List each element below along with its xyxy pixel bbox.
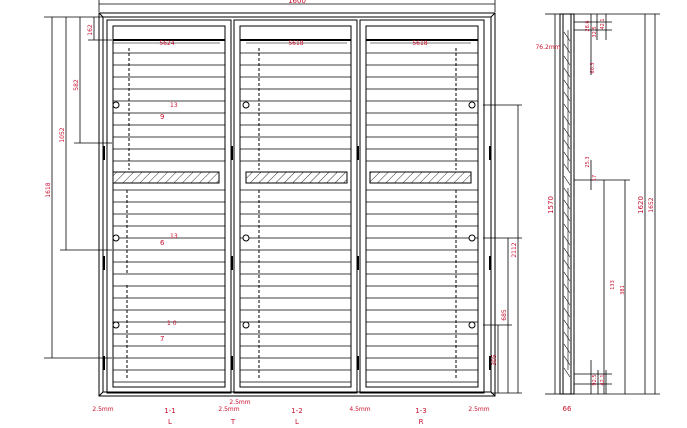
louver-slats [113,52,478,383]
side-slat [563,199,571,210]
panel-1-3 [359,19,485,394]
left-dimension-1618: 1618 [45,182,52,197]
panel-code-1-1: 1-1 [164,407,175,415]
louver-count-9: 9 [160,113,164,121]
louver-count-7: 7 [160,335,164,343]
side-slat [563,343,571,354]
side-frame-label: 76.2mm [535,44,560,51]
side-label-1652: 1652 [648,197,655,212]
side-small-label-1: 28.6 [585,20,591,31]
left-dimension-1052: 1052 [59,127,66,142]
side-slat [563,307,571,318]
side-slat [563,295,571,306]
side-slat [563,91,571,102]
divider-rails [112,171,472,184]
side-slat [563,223,571,234]
orient-T: T [230,418,236,426]
side-slat [563,247,571,258]
side-slat [563,211,571,222]
top-dimension-line [98,0,496,12]
side-slat [563,79,571,90]
tilt-rods [126,48,457,380]
side-small-label-2: 32.5 [592,26,598,37]
hinge-circles [112,101,476,329]
louver-count-13b: 13 [170,233,178,240]
louver-count-6: 6 [160,239,165,247]
side-slat [563,235,571,246]
gap-label-left: 2.5mm [92,406,113,413]
orient-L-1: L [168,418,172,426]
left-dimension-lines [44,16,112,359]
gap-label-right: 2.5mm [468,406,489,413]
side-small-label-10: 42.1 [600,374,606,385]
orient-R: R [419,418,424,426]
side-small-label-4: 60.3 [590,62,596,73]
gap-label-center-top: 2.5mm [229,399,250,406]
louver-count-13a: 13 [170,102,178,109]
side-label-1620: 1620 [637,196,645,214]
panel-1-2 [233,19,358,394]
right-dimension-2112: 2112 [511,242,518,257]
panel-1-width-label: 5624 [159,40,174,47]
louver-count-10: 1 0 [167,320,177,327]
side-slat [563,151,571,162]
panel-1-1 [106,19,232,394]
panel-2-width-label: 5618 [288,40,303,47]
side-slat [563,43,571,54]
side-slat [563,355,571,366]
side-label-1570: 1570 [547,196,555,214]
panel-3-width-label: 5618 [412,40,427,47]
orient-L-2: L [295,418,299,426]
right-dimension-685: 685 [501,309,508,321]
side-slat [563,55,571,66]
gap-label-mid-left: 2.5mm [218,406,239,413]
side-slat [563,139,571,150]
side-small-label-3: 42.1 [600,18,606,29]
panel-code-1-3: 1-3 [415,407,426,415]
gap-label-mid-right: 4.5mm [349,406,370,413]
side-slat [563,115,571,126]
side-slat [563,367,571,378]
side-view-slats [563,31,571,378]
side-slat [563,283,571,294]
side-slat [563,67,571,78]
left-dimension-162: 162 [87,24,94,36]
outer-frame [98,12,496,397]
side-small-label-6: 17 [592,175,598,181]
right-dimension-305: 305 [491,354,498,366]
side-slat [563,259,571,270]
side-slat [563,127,571,138]
side-small-label-9: 92.5 [592,374,598,385]
side-small-label-8: 381 [620,285,626,295]
side-small-label-5: 25.3 [585,156,591,167]
side-small-label-7: 133 [610,280,616,290]
side-slat [563,175,571,186]
side-slat [563,187,571,198]
top-dimension-label: 1600 [288,0,306,5]
left-dimension-582: 582 [73,79,80,91]
side-slat [563,331,571,342]
side-slat [563,163,571,174]
side-slat [563,103,571,114]
side-view-dimension-lines [545,13,660,395]
side-slat [563,319,571,330]
panel-code-1-2: 1-2 [291,407,302,415]
side-slat [563,271,571,282]
hinge-marks [103,146,491,370]
right-dimension-lines [483,104,522,394]
side-view [559,13,575,395]
side-slat [563,31,571,42]
side-bottom-label: 66 [563,405,572,413]
